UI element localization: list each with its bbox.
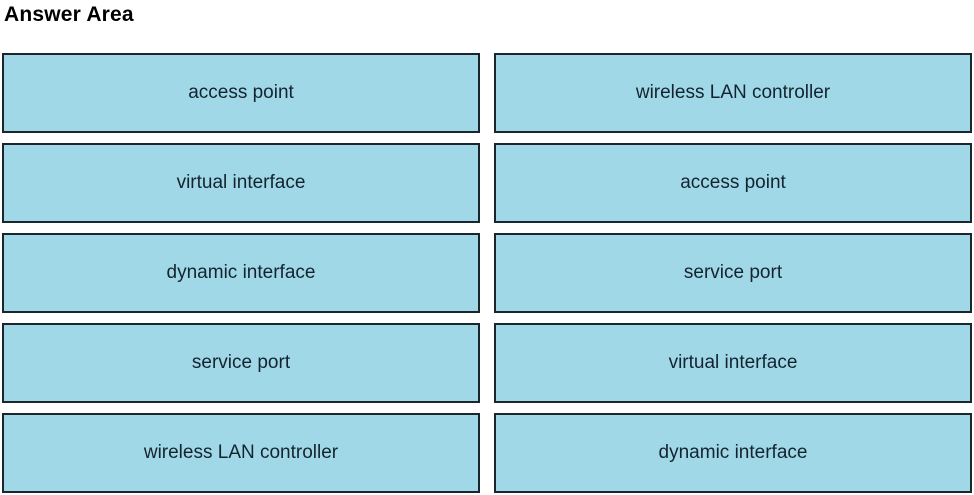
answer-option-label: virtual interface (176, 172, 306, 193)
answer-option-label: wireless LAN controller (143, 442, 339, 463)
answer-option-label: wireless LAN controller (635, 82, 831, 103)
options-grid: access point virtual interface dynamic i… (2, 53, 972, 493)
answer-option-label: service port (683, 262, 783, 283)
answer-option[interactable]: wireless LAN controller (494, 53, 972, 133)
answer-option-label: dynamic interface (658, 442, 808, 463)
answer-option-label: access point (188, 82, 294, 103)
answer-option-label: access point (680, 172, 786, 193)
answer-option[interactable]: dynamic interface (2, 233, 480, 313)
answer-option[interactable]: virtual interface (2, 143, 480, 223)
answer-option-label: service port (191, 352, 291, 373)
answer-option[interactable]: access point (2, 53, 480, 133)
answer-option-label: virtual interface (668, 352, 798, 373)
page-title: Answer Area (4, 3, 134, 26)
answer-option[interactable]: access point (494, 143, 972, 223)
answer-option[interactable]: service port (494, 233, 972, 313)
left-column: access point virtual interface dynamic i… (2, 53, 480, 493)
right-column: wireless LAN controller access point ser… (494, 53, 972, 493)
answer-option-label: dynamic interface (166, 262, 316, 283)
answer-option[interactable]: wireless LAN controller (2, 413, 480, 493)
answer-option[interactable]: dynamic interface (494, 413, 972, 493)
answer-option[interactable]: virtual interface (494, 323, 972, 403)
answer-option[interactable]: service port (2, 323, 480, 403)
